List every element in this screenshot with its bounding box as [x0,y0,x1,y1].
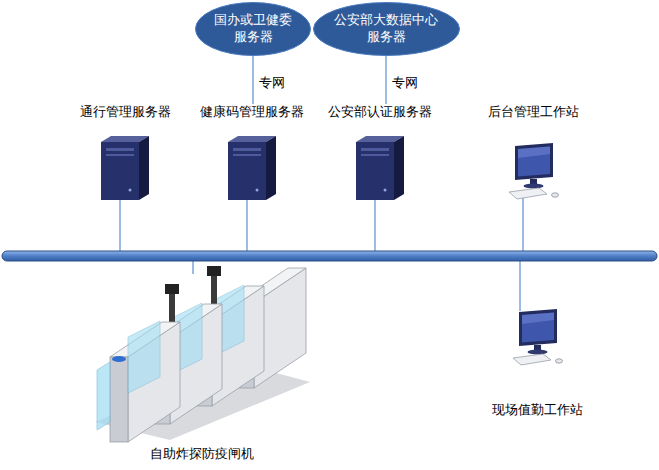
node-label: 通行管理服务器 [80,104,171,120]
network-wire [519,260,520,311]
workstation-node: 后台管理工作站 [468,104,598,204]
glass-panel [97,362,110,430]
gate-cabinet-front [110,357,128,442]
network-link [385,56,386,104]
ellipse-label: 国办或卫健委 服务器 [214,12,292,46]
text-group: 自助炸探防疫闸机 [150,446,254,462]
node-label: 后台管理工作站 [488,104,579,120]
text-group: 通行管理服务器 [80,104,171,120]
network-wire [374,198,375,252]
server-node: 公安部认证服务器 [315,104,445,202]
network-wire [522,196,523,252]
node-label: 健康码管理服务器 [200,104,304,120]
ellipse-label: 公安部大数据中心 服务器 [334,12,438,46]
text-group: 公安部认证服务器 [328,104,432,120]
server-icon [228,136,276,200]
workstation-icon [513,309,563,365]
link-label: 专网 [391,75,419,91]
text-group: 公安部大数据中心 服务器 [334,12,438,46]
text-group: 现场值勤工作站 [492,402,583,418]
gate-screen [207,266,221,276]
gate-cap [112,356,126,362]
network-link [252,56,253,104]
workstation-node: 现场值勤工作站 [472,306,602,418]
text-group: 国办或卫健委 服务器 [214,12,292,46]
text-group: 后台管理工作站 [488,104,579,120]
text-group: 健康码管理服务器 [200,104,304,120]
node-label: 公安部认证服务器 [328,104,432,120]
cloud-server-ellipse: 公安部大数据中心 服务器 [313,2,460,56]
gate-illustration [95,266,310,442]
node-label: 自助炸探防疫闸机 [150,446,254,462]
network-wire [246,198,247,252]
gate-cabinet-side [128,322,180,442]
network-wire [192,260,193,274]
cloud-server-ellipse: 国办或卫健委 服务器 [195,2,311,56]
network-bus [2,251,657,261]
ellipse-shape [196,3,311,56]
link-label: 专网 [258,75,286,91]
server-node: 健康码管理服务器 [187,104,317,202]
gate-post [169,290,175,326]
gate-screen [165,284,179,294]
gate-node: 自助炸探防疫闸机 [92,262,312,462]
node-label: 现场值勤工作站 [492,402,583,418]
workstation-icon [509,143,559,199]
gate-post [211,272,217,308]
ellipse-shape [313,3,459,56]
network-wire [119,198,120,252]
server-icon [101,136,149,200]
server-node: 通行管理服务器 [60,104,190,202]
glass-panel [128,321,160,393]
server-icon [356,136,404,200]
